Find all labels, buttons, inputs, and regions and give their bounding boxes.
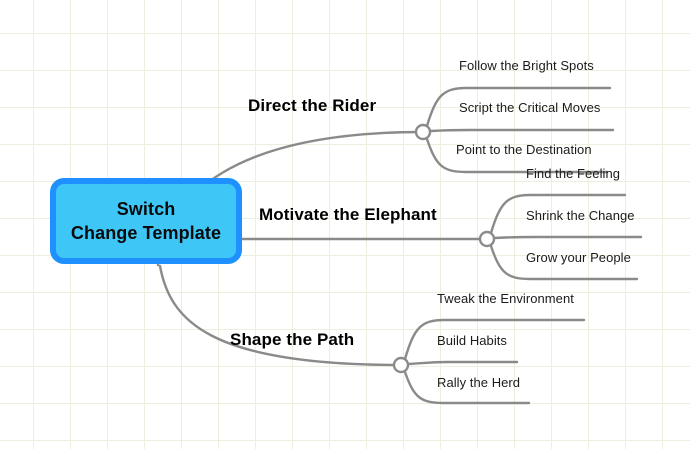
leaf-label-find-the-feeling[interactable]: Find the Feeling — [526, 166, 621, 181]
leaf-line-script-the-critical-moves — [429, 128, 615, 133]
central-node[interactable]: Switch Change Template — [50, 178, 242, 264]
leaf-label-script-the-critical-moves[interactable]: Script the Critical Moves — [459, 100, 601, 115]
central-node-title-line-1: Switch — [116, 199, 176, 219]
leaf-label-grow-your-people[interactable]: Grow your People — [526, 250, 631, 265]
junction-node-direct-the-rider — [414, 123, 432, 141]
junction-node-motivate-the-elephant — [478, 230, 496, 248]
leaf-line-build-habits — [407, 360, 519, 366]
central-node-title-line-2: Change Template — [70, 223, 222, 243]
leaf-line-shrink-the-change — [493, 235, 643, 240]
leaf-label-follow-the-bright-spots[interactable]: Follow the Bright Spots — [459, 58, 594, 73]
junction-node-shape-the-path — [392, 356, 410, 374]
leaf-label-build-habits[interactable]: Build Habits — [437, 333, 507, 348]
branch-label-motivate-the-elephant[interactable]: Motivate the Elephant — [259, 205, 437, 224]
leaf-label-tweak-the-environment[interactable]: Tweak the Environment — [437, 291, 574, 306]
leaf-label-point-to-the-destination[interactable]: Point to the Destination — [456, 142, 592, 157]
trunk-shape-the-path — [158, 264, 403, 367]
branch-label-shape-the-path[interactable]: Shape the Path — [230, 330, 355, 349]
leaf-label-shrink-the-change[interactable]: Shrink the Change — [526, 208, 635, 223]
leaf-label-rally-the-herd[interactable]: Rally the Herd — [437, 375, 521, 390]
branch-label-direct-the-rider[interactable]: Direct the Rider — [248, 96, 377, 115]
